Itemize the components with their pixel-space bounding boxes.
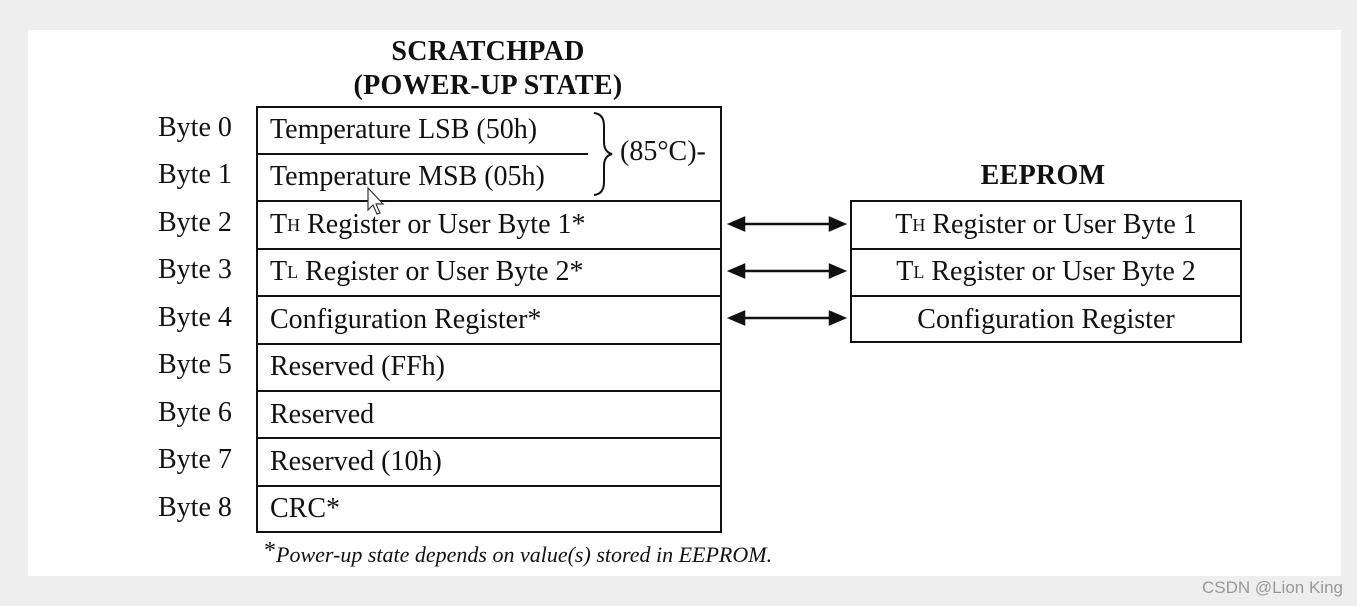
footnote: *Power-up state depends on value(s) stor… <box>264 538 772 568</box>
byte-label-6: Byte 6 <box>158 397 232 428</box>
cell-prefix: T <box>896 255 914 287</box>
scratchpad-title: SCRATCHPAD (POWER-UP STATE) <box>338 36 638 102</box>
scratchpad-cell-8: CRC* <box>270 492 341 524</box>
cell-text: Register or User Byte 1* <box>300 208 586 240</box>
mouse-cursor-icon <box>367 186 385 215</box>
cell-prefix: T <box>270 208 288 240</box>
bidirectional-arrow-icon <box>726 310 848 326</box>
scratchpad-cell-1: Temperature MSB (05h) <box>270 160 545 192</box>
eeprom-table <box>850 200 1242 343</box>
eeprom-title: EEPROM <box>980 160 1106 191</box>
bidirectional-arrow-icon <box>726 216 848 232</box>
watermark: CSDN @Lion King <box>1201 578 1343 597</box>
footnote-text: Power-up state depends on value(s) store… <box>276 542 773 567</box>
cell-prefix: T <box>270 255 288 287</box>
byte-label-7: Byte 7 <box>158 444 232 475</box>
byte-label-2: Byte 2 <box>158 207 232 238</box>
row-divider <box>256 295 722 297</box>
cell-text: Register or User Byte 2* <box>298 255 584 287</box>
byte-label-8: Byte 8 <box>158 492 232 523</box>
row-divider <box>256 248 722 250</box>
row-divider <box>256 153 588 155</box>
scratchpad-title-line1: SCRATCHPAD <box>391 36 585 67</box>
row-divider <box>256 343 722 345</box>
cell-prefix: T <box>895 208 913 240</box>
scratchpad-cell-5: Reserved (FFh) <box>270 350 445 382</box>
cell-text: Register or User Byte 1 <box>925 208 1197 240</box>
row-divider <box>256 485 722 487</box>
byte-label-5: Byte 5 <box>158 349 232 380</box>
diagram-canvas: SCRATCHPAD (POWER-UP STATE) Byte 0 Byte … <box>28 30 1341 576</box>
byte-label-1: Byte 1 <box>158 159 232 190</box>
row-divider <box>850 248 1242 250</box>
row-divider <box>256 200 722 202</box>
bidirectional-arrow-icon <box>726 263 848 279</box>
scratchpad-cell-6: Reserved <box>270 398 375 430</box>
row-divider <box>850 295 1242 297</box>
brace-annotation: (85°C)- <box>620 136 706 167</box>
scratchpad-title-line2: (POWER-UP STATE) <box>353 70 623 101</box>
scratchpad-table <box>256 106 722 533</box>
connector-overlay <box>367 112 848 326</box>
eeprom-cell-2: Configuration Register <box>917 303 1175 335</box>
scratchpad-cell-0: Temperature LSB (50h) <box>270 113 538 145</box>
byte-label-0: Byte 0 <box>158 112 232 143</box>
scratchpad-cell-4: Configuration Register* <box>270 303 542 335</box>
curly-brace-icon <box>593 112 613 196</box>
cell-text: Register or User Byte 2 <box>924 255 1196 287</box>
row-divider <box>256 437 722 439</box>
scratchpad-cell-7: Reserved (10h) <box>270 445 442 477</box>
byte-label-4: Byte 4 <box>158 302 232 333</box>
byte-label-3: Byte 3 <box>158 254 232 285</box>
row-divider <box>256 390 722 392</box>
footnote-star: * <box>264 538 276 564</box>
